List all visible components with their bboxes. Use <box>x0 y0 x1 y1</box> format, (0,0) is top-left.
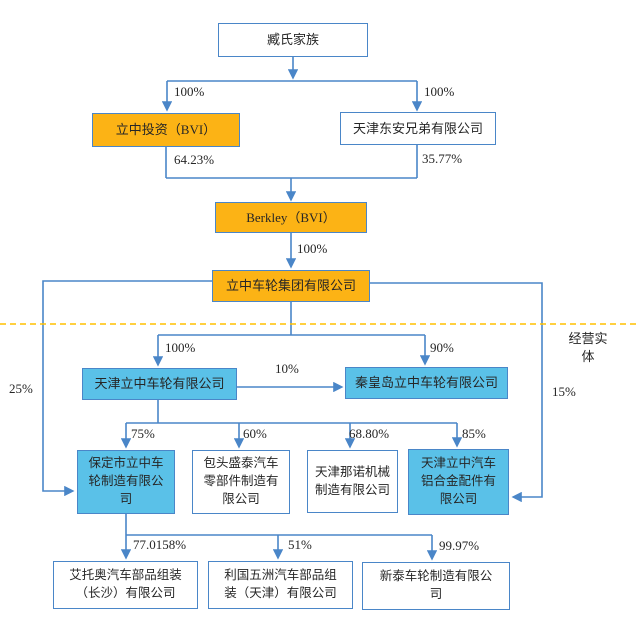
node-berkley-bvi: Berkley（BVI） <box>215 202 367 233</box>
pct-tianjin-to-qhd: 10% <box>275 361 299 376</box>
pct-tianjin-to-baoding: 75% <box>131 426 155 441</box>
node-label: 利国五洲汽车部品组 装（天津）有限公司 <box>224 568 337 600</box>
node-lizhong-wheel-group: 立中车轮集团有限公司 <box>212 270 370 302</box>
node-label: 秦皇岛立中车轮有限公司 <box>354 375 498 391</box>
node-label: 天津立中汽车 铝合金配件有 限公司 <box>420 456 496 506</box>
node-tianjin-lizhong-aluminum-alloy-parts: 天津立中汽车 铝合金配件有 限公司 <box>408 449 509 515</box>
node-label: 立中车轮集团有限公司 <box>225 278 356 294</box>
node-label: 天津东安兄弟有限公司 <box>352 120 483 136</box>
node-label: 臧氏家族 <box>266 32 319 48</box>
node-label: 保定市立中车 轮制造有限公 司 <box>88 456 164 506</box>
pct-group-to-baoding: 25% <box>9 381 33 396</box>
node-label: 天津那诺机械 制造有限公司 <box>314 464 390 497</box>
node-baotou-shengtai-auto-parts: 包头盛泰汽车 零部件制造有 限公司 <box>192 450 290 514</box>
pct-dongan-to-berkley: 35.77% <box>422 151 463 166</box>
pct-baoding-to-liguo: 51% <box>288 537 312 552</box>
node-liguo-wuzhou-auto-parts-tianjin: 利国五洲汽车部品组 装（天津）有限公司 <box>208 561 353 609</box>
node-label: 立中投资（BVI） <box>115 122 217 138</box>
connectors <box>0 57 640 561</box>
pct-baoding-to-aituoao: 77.0158% <box>133 537 187 552</box>
node-baoding-lizhong-wheel-mfg: 保定市立中车 轮制造有限公 司 <box>77 450 175 514</box>
pct-tianjin-to-baotou: 60% <box>243 426 267 441</box>
node-label: 包头盛泰汽车 零部件制造有 限公司 <box>203 456 279 506</box>
node-qinhuangdao-lizhong-wheel: 秦皇岛立中车轮有限公司 <box>345 367 508 399</box>
edge-group-to-alloy-15 <box>370 282 543 503</box>
operating-entity-label: 经营实 体 <box>568 331 608 365</box>
node-label: 艾托奥汽车部品组装 （长沙）有限公司 <box>69 568 182 600</box>
node-xintai-wheel-mfg: 新泰车轮制造有限公 司 <box>362 562 510 610</box>
pct-berkley-to-group: 100% <box>297 241 328 256</box>
node-zang-family: 臧氏家族 <box>218 23 368 57</box>
node-label: Berkley（BVI） <box>246 209 336 225</box>
pct-lzinvest-to-berkley: 64.23% <box>174 152 215 167</box>
pct-family-to-lzinvest: 100% <box>174 84 205 99</box>
pct-group-to-qhd: 90% <box>430 340 454 355</box>
node-tianjin-lizhong-wheel: 天津立中车轮有限公司 <box>82 368 237 400</box>
edge-group-to-baoding-25 <box>42 280 212 497</box>
pct-tianjin-to-alloy: 85% <box>462 426 486 441</box>
node-aituoao-auto-parts-changsha: 艾托奥汽车部品组装 （长沙）有限公司 <box>53 561 198 609</box>
node-tianjin-dongan-brothers: 天津东安兄弟有限公司 <box>340 112 496 145</box>
pct-family-to-dongan: 100% <box>424 84 455 99</box>
pct-group-to-alloy: 15% <box>552 384 576 399</box>
node-label: 天津立中车轮有限公司 <box>94 376 225 392</box>
node-label: 新泰车轮制造有限公 司 <box>379 569 493 601</box>
node-lizhong-investment-bvi: 立中投资（BVI） <box>92 113 240 147</box>
node-tianjin-nanuo-machinery: 天津那诺机械 制造有限公司 <box>307 450 398 513</box>
pct-baoding-to-xintai: 99.97% <box>439 538 480 553</box>
pct-group-to-tianjin: 100% <box>165 340 196 355</box>
pct-tianjin-to-nanuo: 68.80% <box>349 426 390 441</box>
